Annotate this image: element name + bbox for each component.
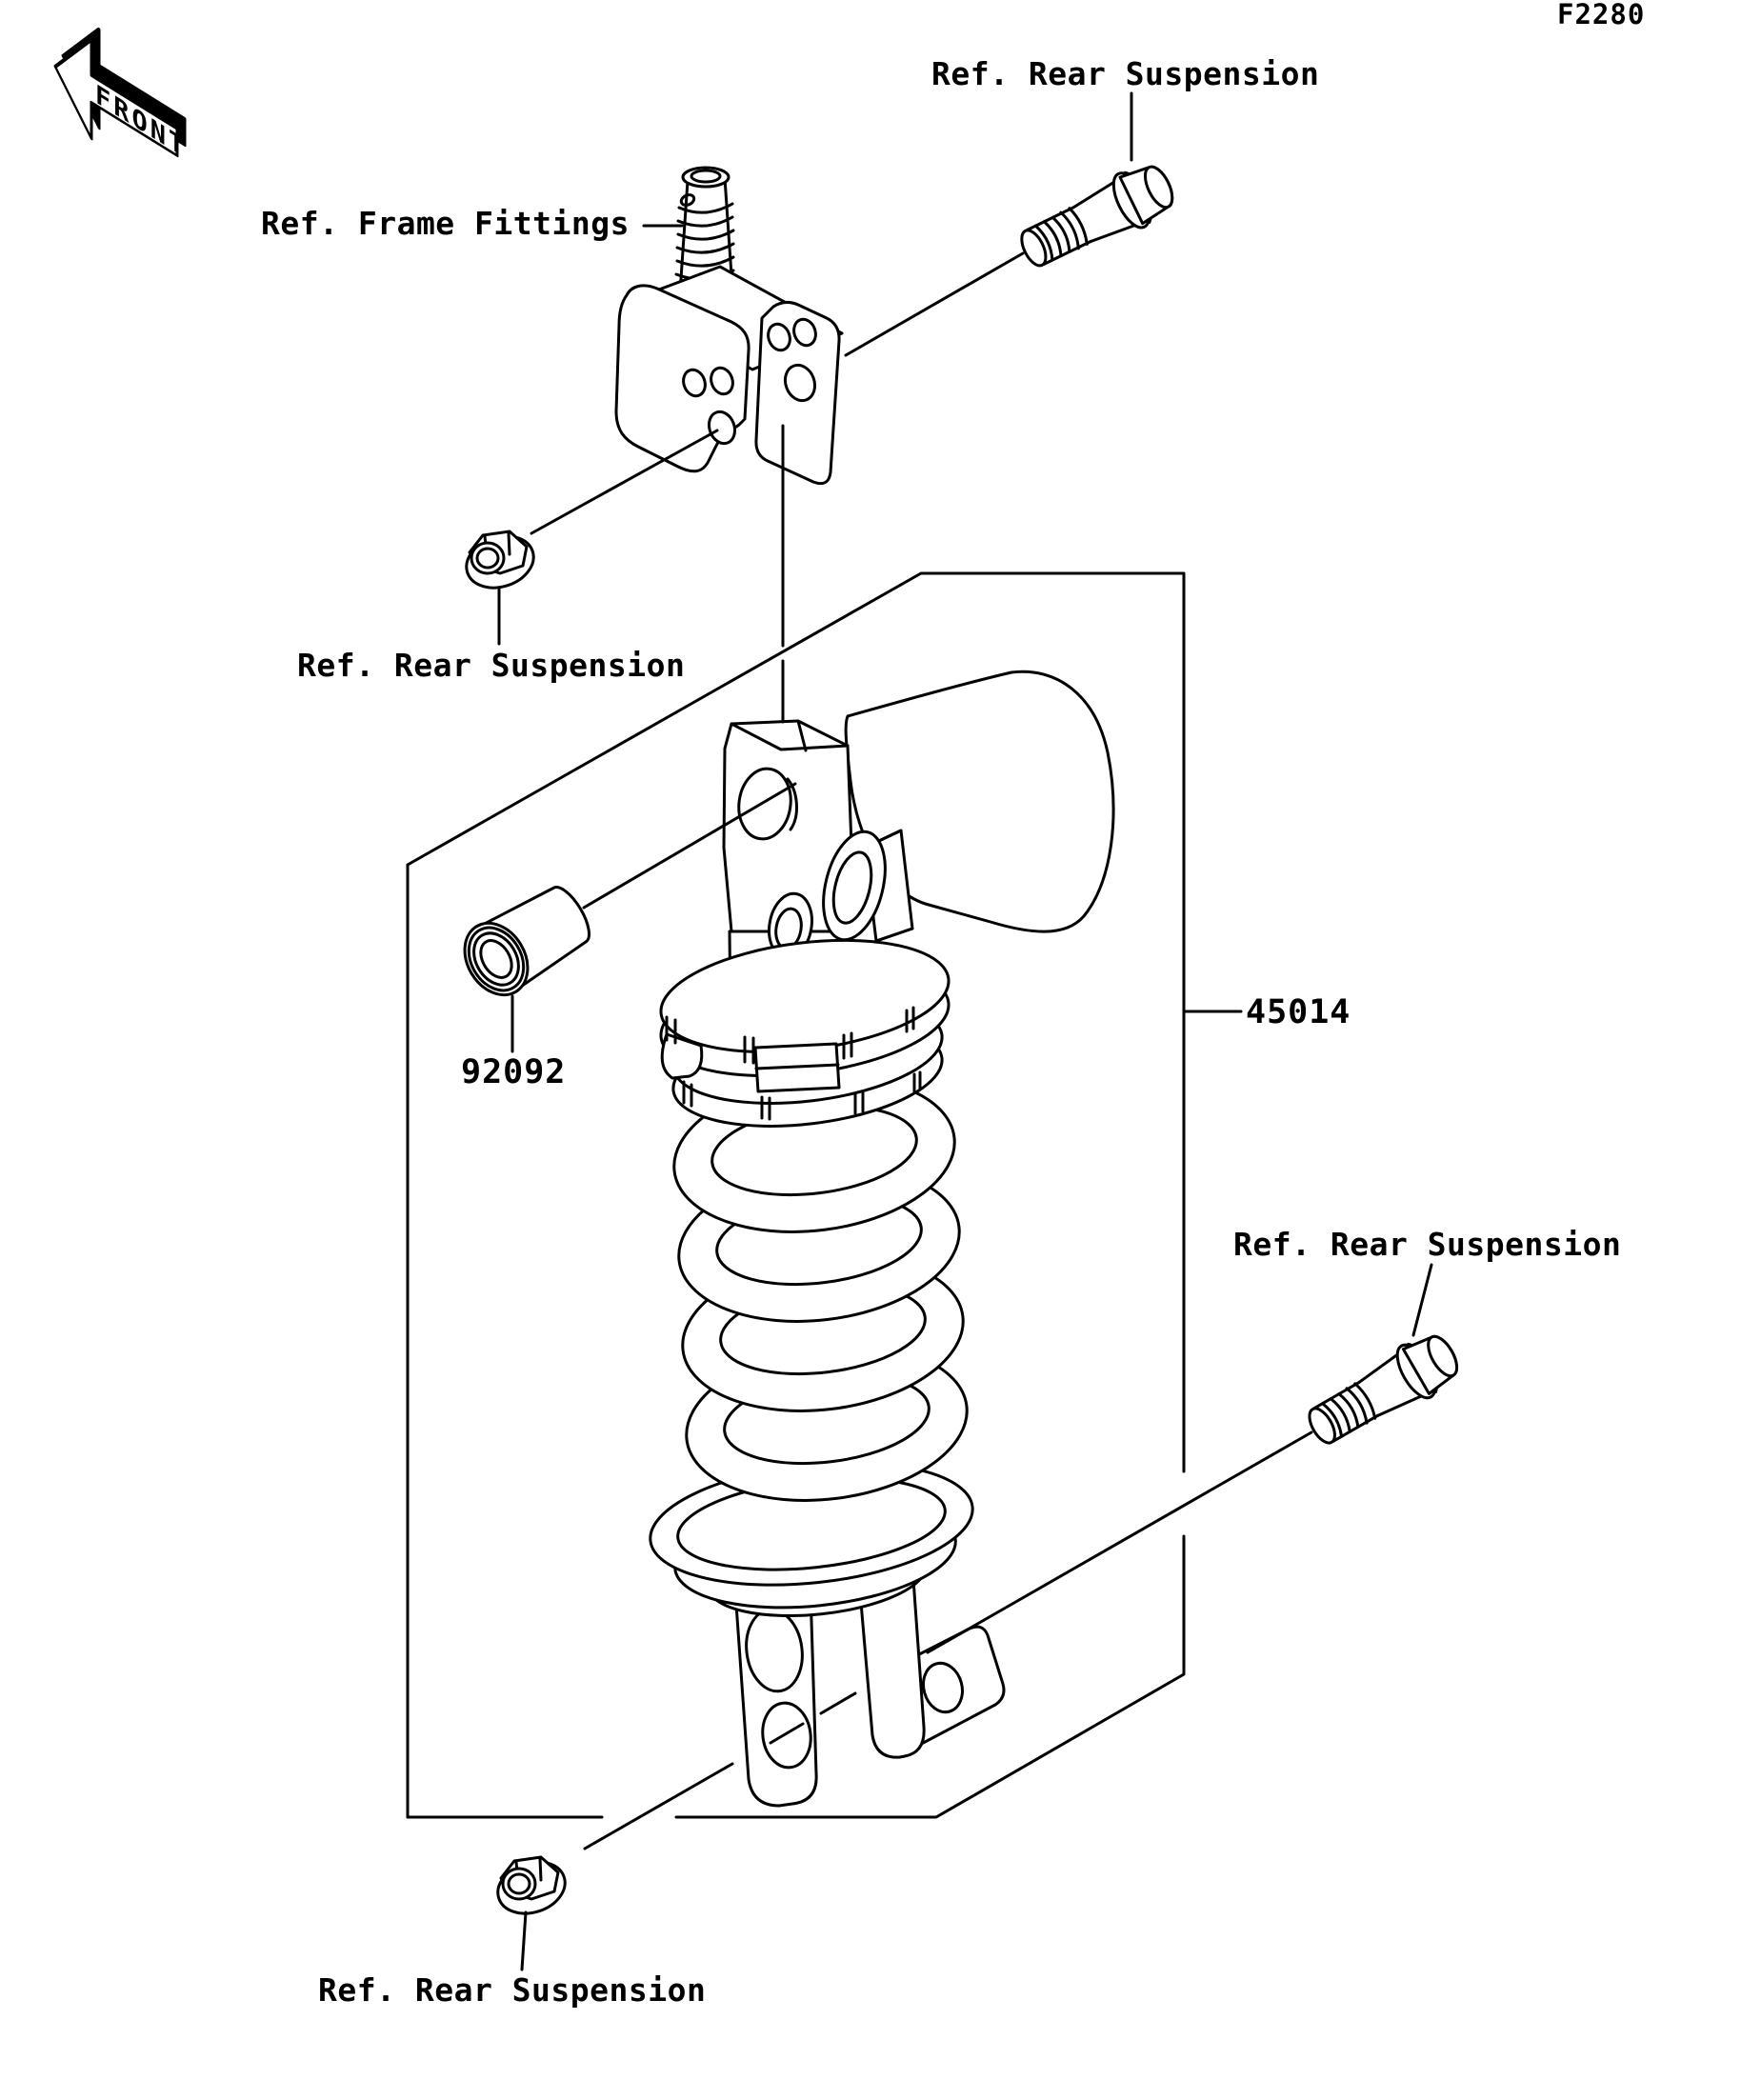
leader-lines bbox=[497, 91, 1433, 1971]
bushing-92092-drawing bbox=[463, 886, 590, 997]
ref-label-top-bolt: Ref. Rear Suspension bbox=[931, 55, 1320, 92]
shock-absorber-lower bbox=[649, 938, 1006, 1808]
upper-mount-bolt bbox=[1011, 154, 1183, 281]
ref-label-lower-bolt: Ref. Rear Suspension bbox=[1233, 1226, 1622, 1263]
front-direction-arrow: FRONT bbox=[53, 27, 187, 165]
ref-label-frame-fittings: Ref. Frame Fittings bbox=[261, 205, 630, 242]
lower-mount-nut bbox=[490, 1851, 573, 1924]
part-number-45014: 45014 bbox=[1246, 993, 1351, 1031]
ref-label-lower-nut: Ref. Rear Suspension bbox=[318, 1971, 707, 2009]
figure-code: F2280 bbox=[1557, 0, 1646, 30]
frame-fitting-bracket bbox=[614, 166, 844, 486]
lower-mount-bolt bbox=[1297, 1324, 1469, 1458]
part-number-92092: 92092 bbox=[461, 1053, 567, 1091]
upper-mount-nut bbox=[458, 526, 542, 598]
assembly-box-outline bbox=[406, 571, 1186, 1819]
ref-label-upper-nut: Ref. Rear Suspension bbox=[297, 647, 686, 684]
